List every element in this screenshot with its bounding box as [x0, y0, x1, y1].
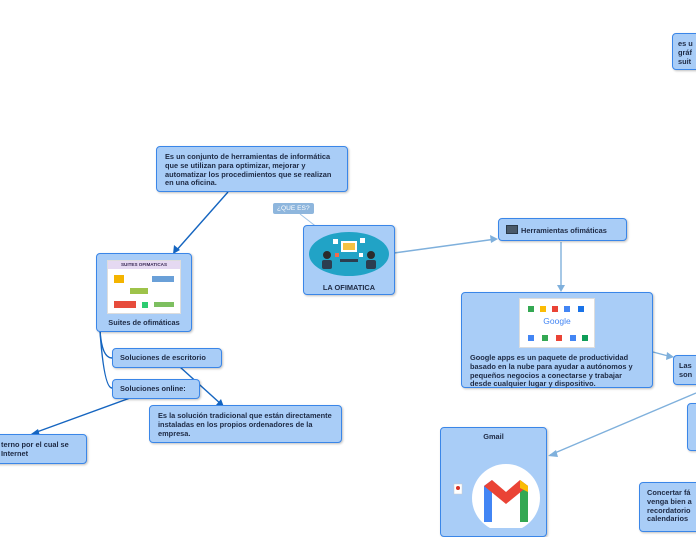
node-google-apps[interactable]: Google Google apps es un paquete de prod… [461, 292, 653, 388]
monitor-icon [506, 225, 518, 234]
app-icon [552, 306, 558, 312]
app-icon [130, 288, 148, 294]
app-icon [154, 302, 174, 307]
app-icon [578, 306, 584, 312]
label-que-es: ¿QUE ES? [273, 203, 314, 214]
connector-online-internet [33, 397, 131, 434]
arrowhead [666, 352, 674, 360]
connector-main-herramientas [393, 238, 497, 254]
node-gmail[interactable]: Gmail [440, 427, 547, 537]
app-icon [582, 335, 588, 341]
google-apps-image: Google [519, 298, 595, 348]
node-internet[interactable]: terno por el cual se Internet [0, 434, 87, 464]
gmail-icon [453, 463, 540, 528]
app-icon [540, 306, 546, 312]
app-icon [564, 306, 570, 312]
connector-suites-online [99, 330, 113, 389]
app-icon [542, 335, 548, 341]
suites-image-title: SUITES OFIMATICAS [108, 261, 180, 269]
app-icon [570, 335, 576, 341]
herramientas-label: Herramientas ofimáticas [521, 226, 607, 235]
connector-definition-suites [174, 191, 229, 253]
node-concertar[interactable]: Concertar fá venga bien a recordatorio c… [639, 482, 696, 532]
connector-escritorio-tradicional [179, 366, 223, 406]
suites-caption: Suites de ofimáticas [108, 318, 180, 327]
node-top-right[interactable]: es u gráf suit [672, 33, 696, 70]
office-illustration [309, 232, 389, 276]
node-soluciones-online[interactable]: Soluciones online: [112, 379, 200, 399]
gmail-title: Gmail [483, 432, 504, 441]
google-apps-text: Google apps es un paquete de productivid… [470, 353, 633, 389]
arrowhead [490, 235, 498, 243]
main-node-title: LA OFIMATICA [322, 283, 376, 292]
arrowhead [173, 245, 180, 254]
node-definition[interactable]: Es un conjunto de herramientas de inform… [156, 146, 348, 192]
suites-image: SUITES OFIMATICAS [107, 260, 181, 314]
node-suites[interactable]: SUITES OFIMATICAS Suites de ofimáticas [96, 253, 192, 332]
app-icon [114, 301, 136, 308]
node-las-son[interactable]: Las son [673, 355, 696, 385]
node-soluciones-escritorio[interactable]: Soluciones de escritorio [112, 348, 222, 368]
arrowhead [548, 450, 558, 457]
app-icon [528, 335, 534, 341]
arrowhead [557, 285, 565, 292]
connector-lasson-gmail [549, 392, 696, 456]
google-wordmark: Google [543, 316, 571, 326]
node-solucion-tradicional[interactable]: Es la solución tradicional que están dir… [149, 405, 342, 443]
app-icon [142, 302, 148, 308]
node-la-ofimatica[interactable]: LA OFIMATICA [303, 225, 395, 295]
app-icon [528, 306, 534, 312]
node-herramientas[interactable]: Herramientas ofimáticas [498, 218, 627, 241]
app-icon [556, 335, 562, 341]
app-icon [152, 276, 174, 282]
app-icon [114, 275, 124, 283]
node-right-partial[interactable] [687, 403, 696, 451]
